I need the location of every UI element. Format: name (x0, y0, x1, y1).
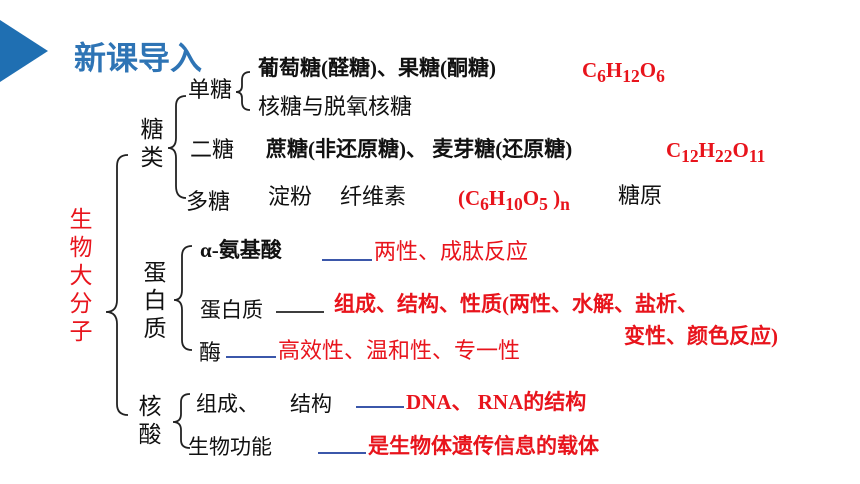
prot-label: 蛋白质 (200, 298, 263, 322)
comp-label1: 组成、 (196, 392, 259, 416)
nucleic-brace (172, 393, 191, 449)
mono-label: 单糖 (188, 78, 233, 103)
comp-label2: 结构 (290, 392, 332, 416)
header-arrow-icon (0, 20, 48, 82)
func-note: 是生物体遗传信息的载体 (368, 434, 599, 458)
poly-item2: 纤维素 (340, 185, 407, 210)
protein-brace (173, 245, 193, 351)
mono-item2: 核糖与脱氧核糖 (258, 95, 413, 120)
mono-item1: 葡萄糖(醛糖)、果糖(酮糖) (258, 56, 496, 80)
prot-note-1: 组成、结构、性质(两性、水解、盐析、 (334, 292, 698, 316)
enzyme-note: 高效性、温和性、专一性 (278, 339, 521, 364)
sugar-brace (167, 95, 187, 199)
root-brace (105, 154, 129, 416)
poly-formula: (C6H10O5 )n (458, 186, 570, 215)
di-items: 蔗糖(非还原糖)、 麦芽糖(还原糖) (266, 137, 573, 161)
poly-item3: 糖原 (618, 184, 663, 209)
poly-item1: 淀粉 (268, 185, 313, 210)
mono-brace (235, 71, 251, 111)
func-label: 生物功能 (188, 435, 272, 459)
protein-label: 蛋白质 (143, 260, 167, 342)
di-label: 二糖 (190, 138, 235, 163)
root-label: 生物大分子 (69, 207, 93, 345)
nucleic-label: 核酸 (138, 394, 162, 448)
prot-note-2: 变性、颜色反应) (624, 324, 778, 348)
amino-label: α-氨基酸 (200, 238, 282, 262)
sugar-label: 糖类 (140, 117, 164, 171)
poly-label: 多糖 (186, 190, 231, 215)
comp-note: DNA、 RNA的结构 (406, 390, 587, 414)
amino-note: 两性、成肽反应 (374, 240, 529, 265)
mono-formula: C6H12O6 (582, 58, 665, 87)
di-formula: C12H22O11 (666, 138, 766, 167)
page-title: 新课导入 (74, 39, 203, 77)
enzyme-label: 酶 (199, 341, 222, 366)
